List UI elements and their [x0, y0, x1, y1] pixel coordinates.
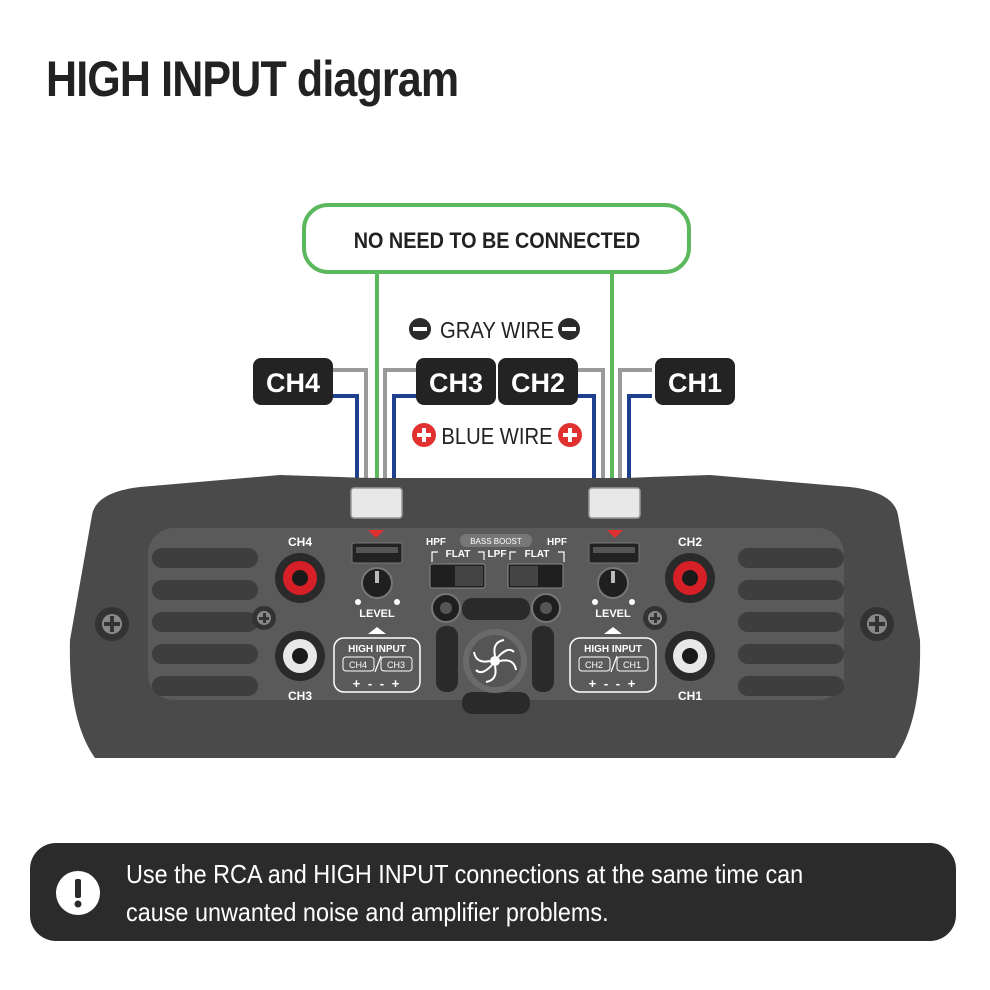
rca-label-ch3: CH3 [288, 689, 312, 703]
page-title: HIGH INPUT diagram [46, 51, 459, 107]
rca-label-ch2: CH2 [678, 535, 702, 549]
flat-label-right: FLAT [525, 549, 550, 560]
bass-boost-pill [460, 534, 532, 547]
high-input-box-right [569, 637, 657, 693]
center-pad-left [436, 626, 458, 692]
svg-text:CH3: CH3 [429, 368, 483, 398]
polarity-left: + - - + [353, 676, 402, 691]
level-max-dot [394, 599, 400, 605]
level-label-right: LEVEL [595, 608, 631, 620]
center-pad-bottom [462, 692, 530, 714]
mount-screw-left [95, 607, 129, 641]
high-input-connector-left [350, 487, 403, 538]
exclamation-icon [56, 871, 100, 915]
high-input-connector-right [588, 487, 641, 538]
blue-wire-text: BLUE WIRE [441, 423, 552, 450]
lpf-label: LPF [488, 549, 507, 560]
callout-text: NO NEED TO BE CONNECTED [354, 229, 640, 253]
svg-text:CH4: CH4 [266, 368, 320, 398]
channel-tag-ch2: CH2 [498, 358, 578, 405]
rca-label-ch1: CH1 [678, 689, 702, 703]
high-input-ch3: CH3 [387, 660, 405, 670]
center-pad-right [532, 626, 554, 692]
warning-banner: Use the RCA and HIGH INPUT connections a… [30, 843, 956, 941]
channel-tag-ch4: CH4 [253, 358, 333, 405]
svg-text:CH2: CH2 [511, 368, 565, 398]
rca-jack-ch4 [275, 553, 325, 603]
high-input-ch4: CH4 [349, 660, 367, 670]
panel-screw-right [643, 606, 667, 630]
center-pad-top [462, 598, 530, 620]
level-knob-left[interactable] [361, 567, 393, 599]
rca-jack-ch3 [275, 631, 325, 681]
high-input-arrow-left [368, 627, 386, 634]
warning-text: Use the RCA and HIGH INPUT connections a… [126, 859, 804, 927]
rca-jack-ch2 [665, 553, 715, 603]
high-input-socket-left [351, 542, 403, 564]
level-knob-right[interactable] [597, 567, 629, 599]
panel-screw-left [252, 606, 276, 630]
gray-wire-text: GRAY WIRE [440, 317, 554, 344]
filter-switch-right[interactable] [507, 563, 564, 589]
channel-tag-ch1: CH1 [655, 358, 735, 405]
small-knob-left [431, 593, 461, 623]
filter-brackets [431, 551, 565, 562]
high-input-label-left: HIGH INPUT [348, 644, 406, 655]
high-input-box-left [333, 637, 421, 693]
gray-wires [332, 368, 652, 488]
bass-boost-label: BASS BOOST [470, 537, 522, 546]
rca-jack-ch1 [665, 631, 715, 681]
gray-wire-label: GRAY WIRE [409, 317, 580, 344]
filter-switch-left[interactable] [429, 563, 486, 589]
polarity-right: + - - + [589, 676, 638, 691]
svg-text:CH1: CH1 [668, 368, 722, 398]
vents-right [738, 548, 844, 696]
high-input-socket-right [588, 542, 640, 564]
callout-box [302, 203, 691, 274]
fan-icon [463, 629, 527, 693]
blue-wire-label: BLUE WIRE [412, 423, 582, 450]
level-label-left: LEVEL [359, 608, 395, 620]
channel-tag-ch3: CH3 [416, 358, 496, 405]
high-input-label-right: HIGH INPUT [584, 644, 642, 655]
level-min-dot [355, 599, 361, 605]
hpf-label-left: HPF [426, 537, 446, 548]
mount-screw-right [860, 607, 894, 641]
blue-wires [332, 394, 652, 488]
hpf-label-right: HPF [547, 537, 567, 548]
level-max-dot [629, 599, 635, 605]
rca-label-ch4: CH4 [288, 535, 312, 549]
level-min-dot [592, 599, 598, 605]
high-input-arrow-right [604, 627, 622, 634]
flat-label-left: FLAT [446, 549, 471, 560]
high-input-ch1: CH1 [623, 660, 641, 670]
vents-left [152, 548, 258, 696]
small-knob-right [531, 593, 561, 623]
high-input-ch2: CH2 [585, 660, 603, 670]
